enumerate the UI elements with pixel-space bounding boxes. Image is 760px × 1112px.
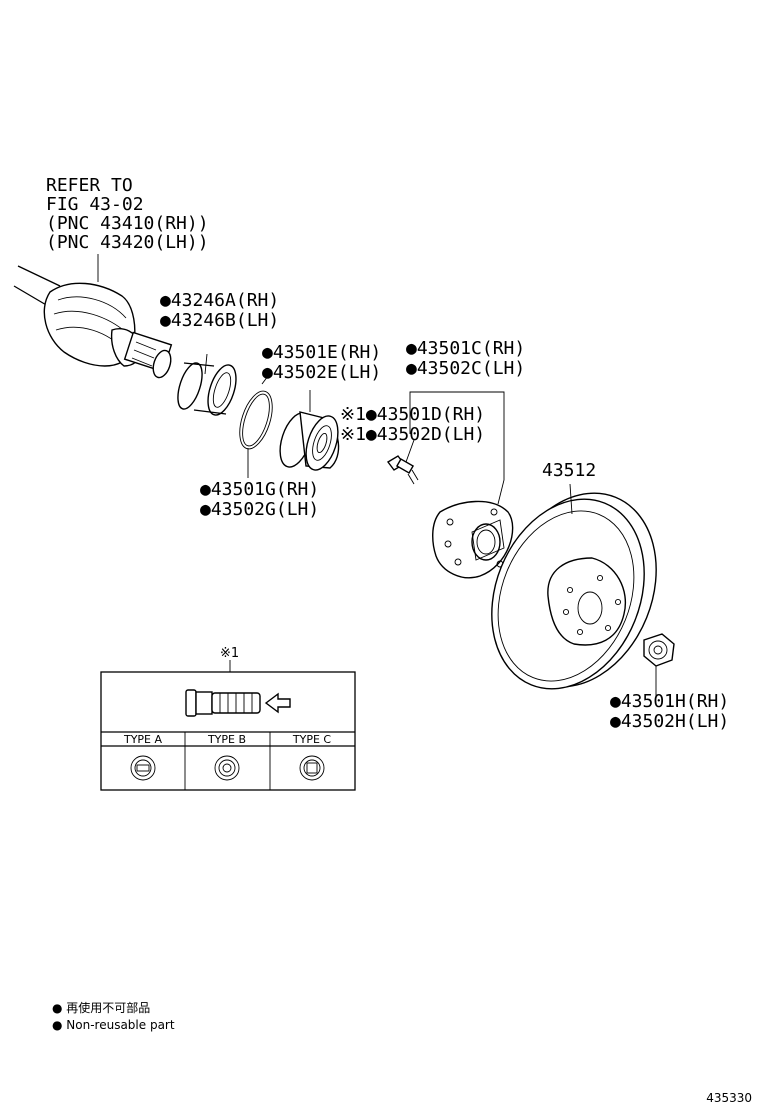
type-a-label: TYPE A [123,733,163,746]
label-43502g: ●43502G(LH) [200,499,319,520]
label-43501d: ※1●43501D(RH) [340,404,485,425]
refer-line-2: FIG 43-02 [46,194,144,215]
bearing-43501e [279,390,340,471]
legend-english: ● Non-reusable part [52,1018,175,1032]
label-43501e: ●43501E(RH) [262,342,381,363]
label-43246a: ●43246A(RH) [160,290,279,311]
label-43501h: ●43501H(RH) [610,691,729,712]
type-c-label: TYPE C [292,733,332,746]
refer-line-1: REFER TO [46,175,133,196]
label-43502h: ●43502H(LH) [610,711,729,732]
figure-id: 435330 [706,1091,752,1105]
label-43246b: ●43246B(LH) [160,310,279,331]
type-b-label: TYPE B [207,733,246,746]
label-43502d: ※1●43502D(LH) [340,424,485,445]
hub-bolt-type-inset: ※1 TYPE A TYPE B TYPE C [100,646,356,791]
inset-mark: ※1 [220,646,239,661]
refer-line-3: (PNC 43410(RH)) [46,213,209,234]
hub-flange-43502c [409,391,514,579]
snap-ring-43501g [239,375,273,478]
brake-disc-43512 [491,483,657,690]
legend-japanese: ● 再使用不可部品 [52,1000,150,1015]
drive-shaft [13,265,173,379]
label-43502e: ●43502E(LH) [262,362,381,383]
hub-bolt-43501d [386,439,419,485]
label-43501g: ●43501G(RH) [200,479,319,500]
seal-43246 [177,353,237,416]
label-43512: 43512 [542,460,596,481]
refer-line-4: (PNC 43420(LH)) [46,232,209,253]
label-43501c: ●43501C(RH) [406,338,525,359]
hub-nut-43501h [643,633,675,696]
label-43502c: ●43502C(LH) [406,358,525,379]
